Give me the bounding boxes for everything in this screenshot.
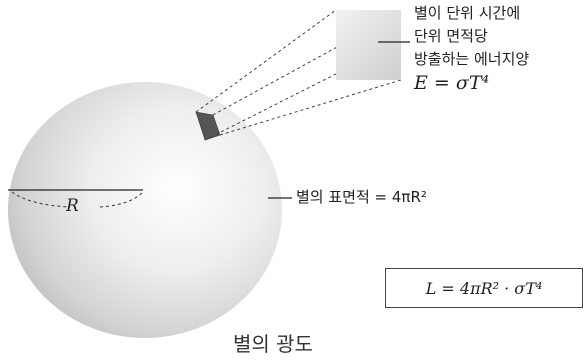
energy-label-line2: 단위 면적당 — [414, 27, 488, 46]
energy-label-line1: 별이 단위 시간에 — [414, 4, 520, 23]
energy-formula: E = σT⁴ — [414, 71, 489, 95]
diagram-caption: 별의 광도 — [233, 328, 313, 357]
energy-label-line3: 방출하는 에너지양 — [414, 50, 529, 69]
radius-label: R — [66, 196, 79, 216]
unit-area-square — [336, 10, 401, 80]
luminosity-formula: L = 4πR² · σT⁴ — [426, 279, 543, 298]
luminosity-formula-box: L = 4πR² · σT⁴ — [385, 268, 583, 308]
projection-line — [196, 10, 336, 112]
star-sphere — [8, 82, 282, 338]
surface-area-label: 별의 표면적 = 4πR² — [296, 188, 427, 207]
projection-line — [220, 80, 401, 135]
